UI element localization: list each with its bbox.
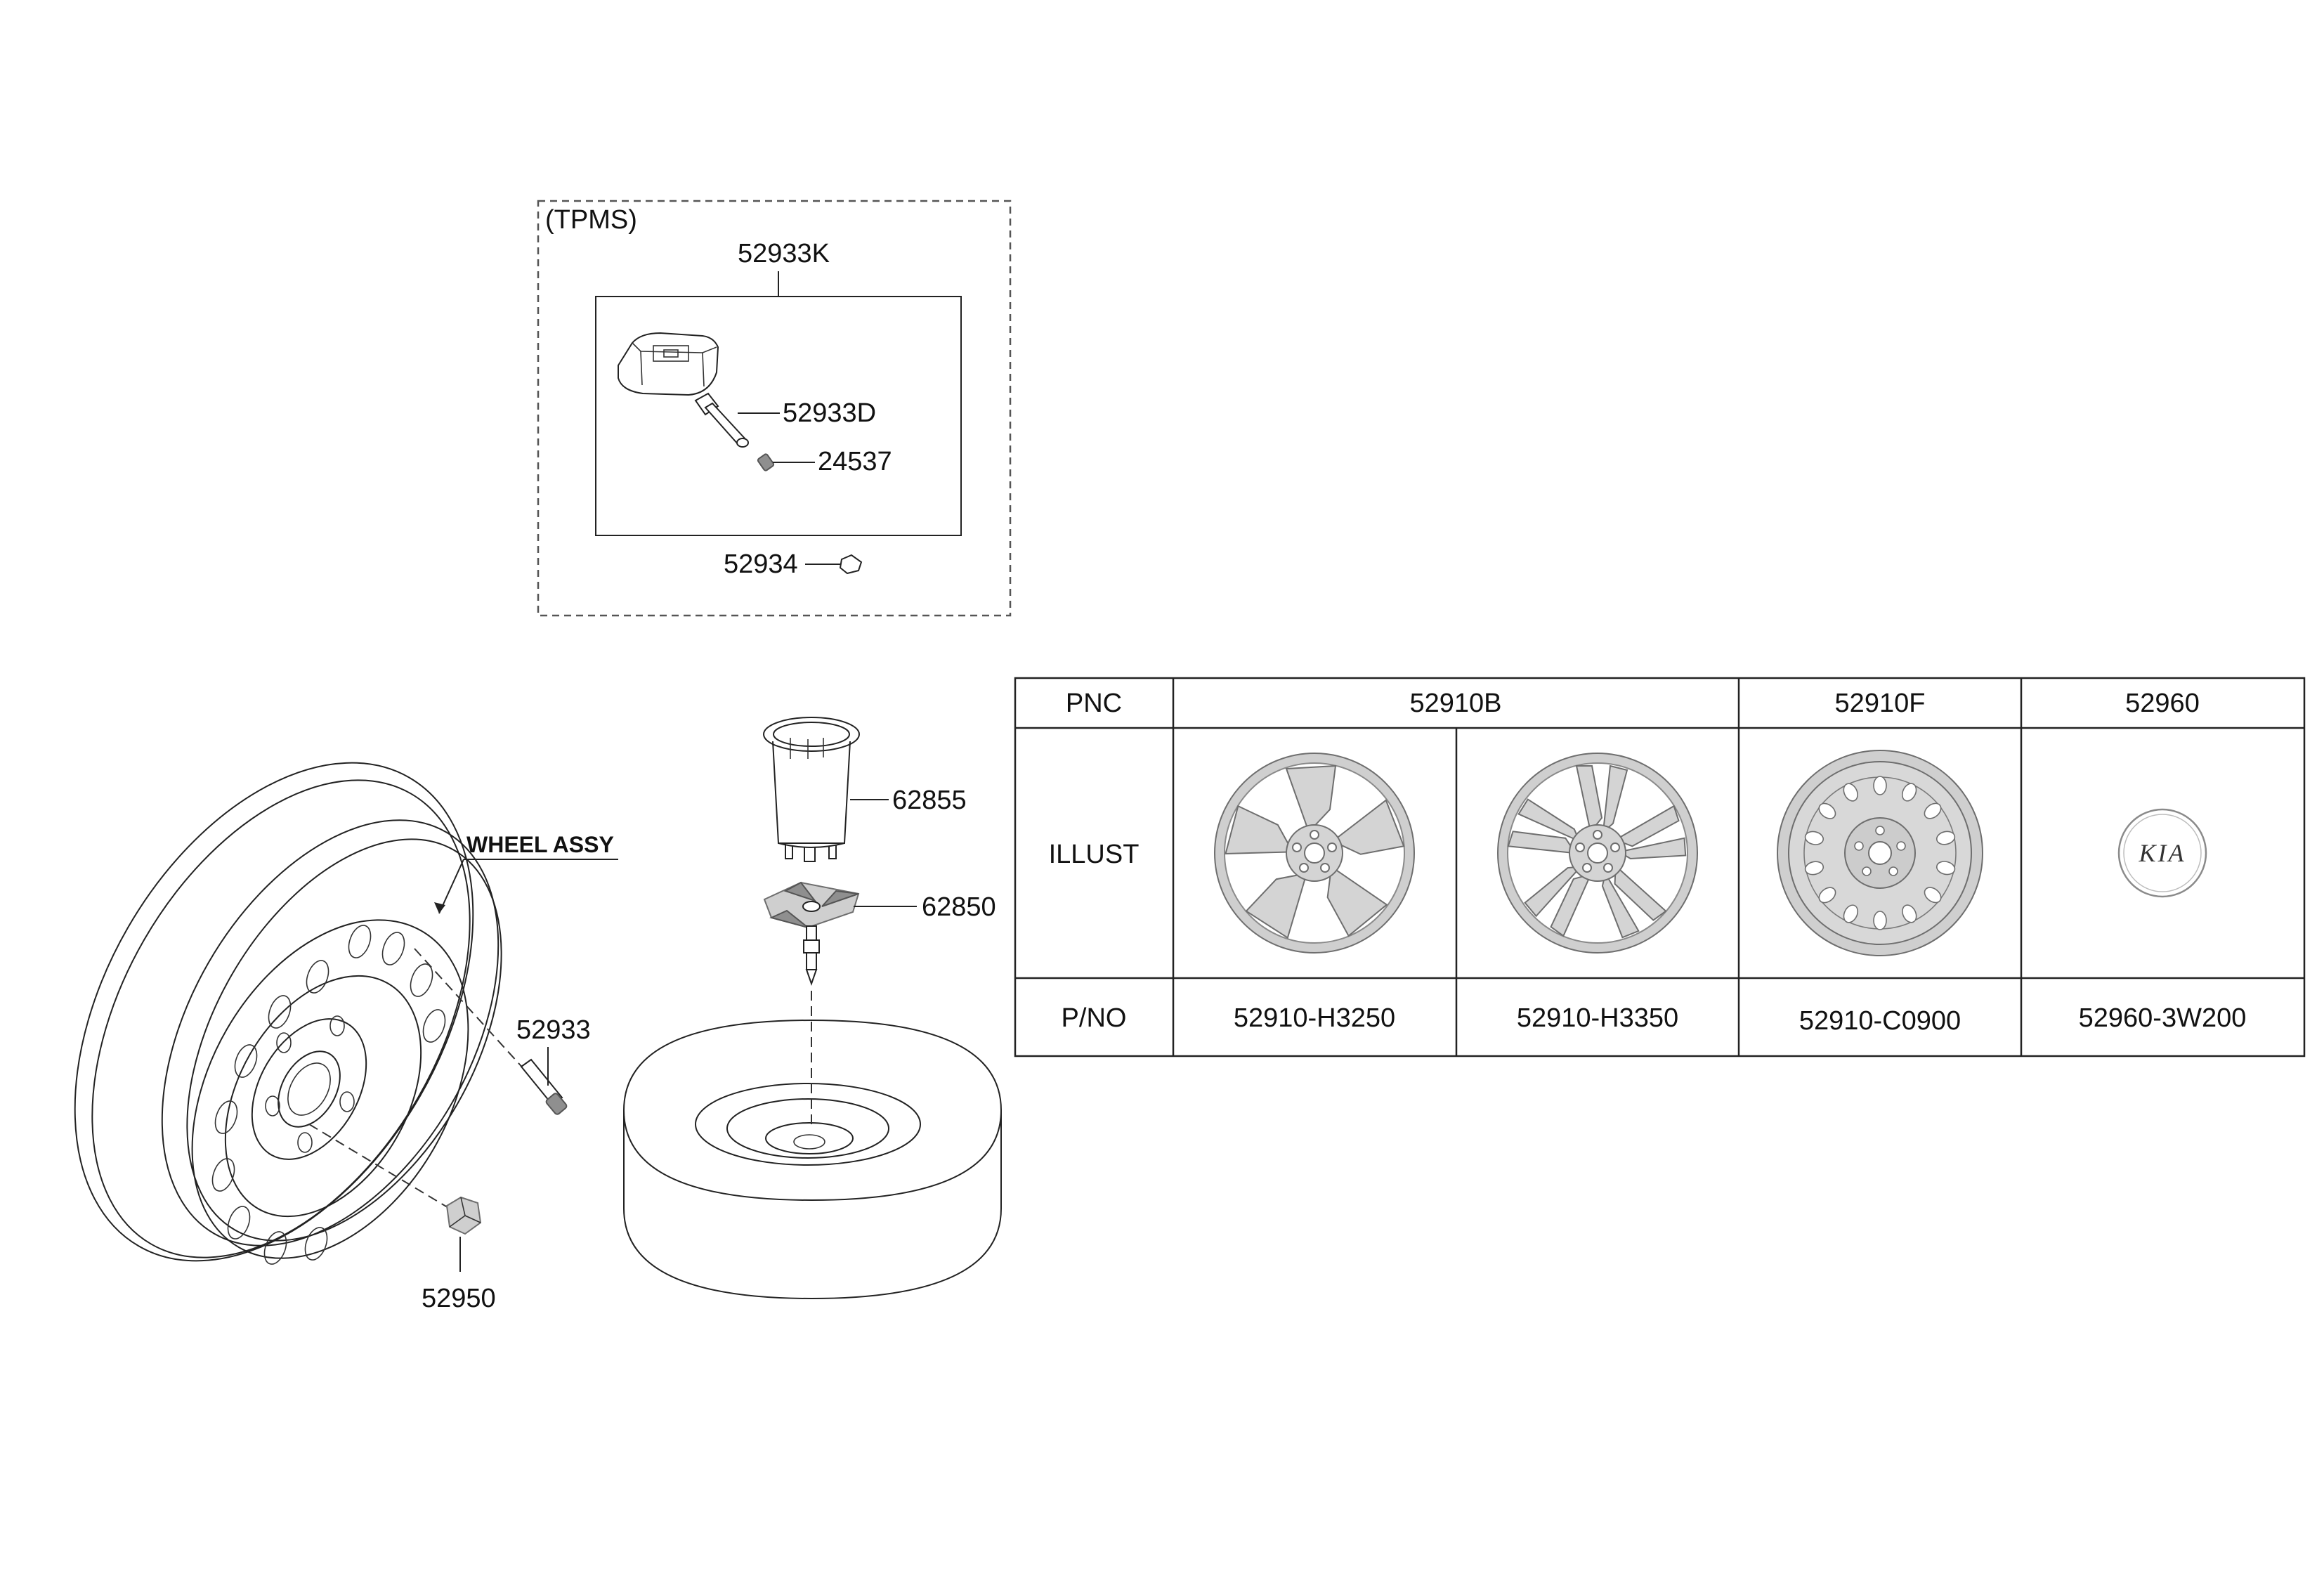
label-62855: 62855 bbox=[892, 786, 967, 815]
lugnut-leader bbox=[308, 1124, 450, 1209]
row-header-illust: ILLUST bbox=[1049, 840, 1140, 869]
holder-bolt-icon bbox=[763, 881, 860, 987]
pnc-52910f: 52910F bbox=[1835, 689, 1926, 718]
row-header-pnc: PNC bbox=[1066, 689, 1122, 718]
valve-leader bbox=[414, 948, 533, 1079]
label-52933d: 52933D bbox=[783, 398, 876, 428]
label-52933: 52933 bbox=[516, 1015, 591, 1045]
label-24537: 24537 bbox=[818, 447, 892, 476]
kia-logo-text: KIA bbox=[2139, 839, 2186, 867]
pno-52910-c0900: 52910-C0900 bbox=[1799, 1006, 1961, 1036]
pno-52910-h3350: 52910-H3350 bbox=[1517, 1003, 1678, 1033]
pnc-52910b: 52910B bbox=[1409, 689, 1501, 718]
pno-52910-h3250: 52910-H3250 bbox=[1234, 1003, 1395, 1033]
lug-nut-icon bbox=[445, 1196, 482, 1235]
pnc-52960: 52960 bbox=[2125, 689, 2200, 718]
wheel-valve-icon bbox=[520, 1058, 568, 1115]
valve-stem-icon bbox=[694, 392, 749, 448]
pno-52960-3w200: 52960-3W200 bbox=[2079, 1003, 2247, 1033]
valve-cap-icon bbox=[757, 453, 775, 471]
label-62850: 62850 bbox=[922, 892, 996, 922]
tpms-label: (TPMS) bbox=[545, 205, 637, 235]
tpms-dashed-box bbox=[537, 200, 1012, 617]
spare-tire bbox=[623, 1019, 1002, 1300]
wheel-assembly bbox=[74, 762, 502, 1265]
alloy-wheel-h3250-illust bbox=[1214, 753, 1415, 954]
kia-center-cap-illust: KIA bbox=[2117, 808, 2207, 898]
label-52933k: 52933K bbox=[738, 239, 830, 268]
row-header-pno: P/NO bbox=[1062, 1003, 1127, 1033]
tpms-group: (TPMS) 52933K 52933D 24537 52934 bbox=[537, 200, 1012, 617]
parts-table: PNC ILLUST P/NO 52910B 52910F 52960 5291… bbox=[1014, 677, 2306, 1057]
label-52950: 52950 bbox=[422, 1284, 496, 1313]
label-52934: 52934 bbox=[724, 549, 798, 579]
tpms-kit-box bbox=[595, 296, 962, 536]
tpms-sensor-icon bbox=[618, 332, 719, 396]
tpms-nut-icon bbox=[839, 554, 863, 575]
steel-wheel-c0900-illust bbox=[1777, 750, 1983, 956]
holder-cup-icon bbox=[763, 717, 860, 862]
alloy-wheel-h3350-illust bbox=[1497, 753, 1698, 954]
label-wheel-assy: WHEEL ASSY bbox=[466, 832, 614, 857]
